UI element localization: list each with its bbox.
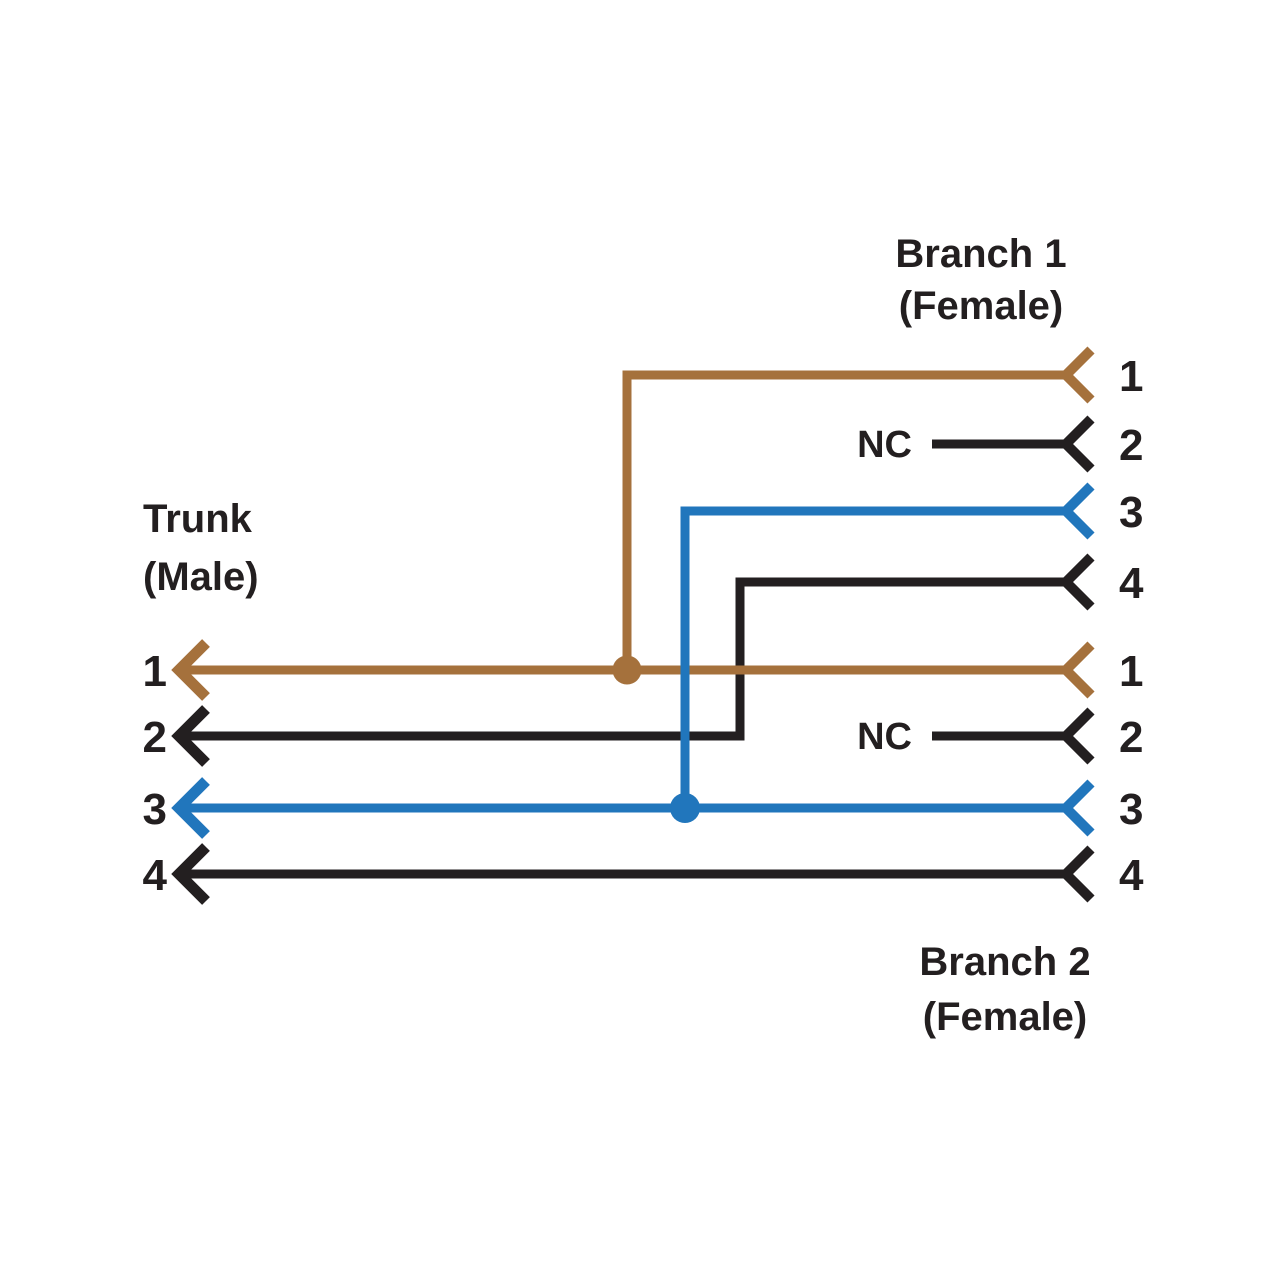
female-fork-branch1-pin3 bbox=[1058, 482, 1095, 540]
branch1-title-line1: Branch 1 bbox=[895, 232, 1066, 276]
branch2-pin2-number: 2 bbox=[1119, 713, 1143, 762]
junction-dot-brown bbox=[612, 655, 642, 685]
branch1-pin4-number: 4 bbox=[1119, 559, 1144, 608]
male-arrow-trunk-pin2 bbox=[171, 705, 210, 767]
female-fork-branch1-pin1 bbox=[1058, 346, 1095, 404]
trunk-pin4-number: 4 bbox=[143, 851, 168, 900]
female-fork-branch2-pin4 bbox=[1058, 845, 1095, 903]
wire-junction-to-branch1-1 bbox=[622, 370, 1066, 670]
branch2-title-line2: (Female) bbox=[923, 995, 1088, 1039]
branch2-pin4-number: 4 bbox=[1119, 851, 1144, 900]
branch1-pin3-number: 3 bbox=[1119, 488, 1143, 537]
female-fork-branch1-pin4 bbox=[1058, 553, 1095, 611]
female-fork-branch2-pin2 bbox=[1058, 707, 1095, 765]
junction-dot-blue bbox=[670, 793, 700, 823]
male-arrow-trunk-pin4 bbox=[171, 843, 210, 905]
female-fork-branch2-pin1 bbox=[1058, 641, 1095, 699]
male-arrow-trunk-pin3 bbox=[171, 777, 210, 839]
branch1-title-line2: (Female) bbox=[899, 284, 1064, 328]
trunk-title-line2: (Male) bbox=[143, 555, 259, 599]
trunk-pin2-number: 2 bbox=[143, 713, 167, 762]
branch2-title-line1: Branch 2 bbox=[919, 940, 1090, 984]
branch1-pin1-number: 1 bbox=[1119, 352, 1143, 401]
trunk-pin3-number: 3 bbox=[143, 785, 167, 834]
branch2-pin1-number: 1 bbox=[1119, 647, 1143, 696]
trunk-title-line1: Trunk bbox=[143, 497, 253, 541]
branch2-pin3-number: 3 bbox=[1119, 785, 1143, 834]
male-arrow-trunk-pin1 bbox=[171, 639, 210, 701]
female-fork-branch2-pin3 bbox=[1058, 779, 1095, 837]
wire-trunk2-to-branch1-4 bbox=[180, 577, 1066, 741]
branch1-pin2-number: 2 bbox=[1119, 421, 1143, 470]
trunk-pin1-number: 1 bbox=[143, 647, 167, 696]
female-fork-branch1-pin2 bbox=[1058, 415, 1095, 473]
nc-label-branch2-pin2: NC bbox=[857, 716, 912, 758]
nc-label-branch1-pin2: NC bbox=[857, 424, 912, 466]
wire-junction-to-branch1-3 bbox=[680, 506, 1066, 808]
